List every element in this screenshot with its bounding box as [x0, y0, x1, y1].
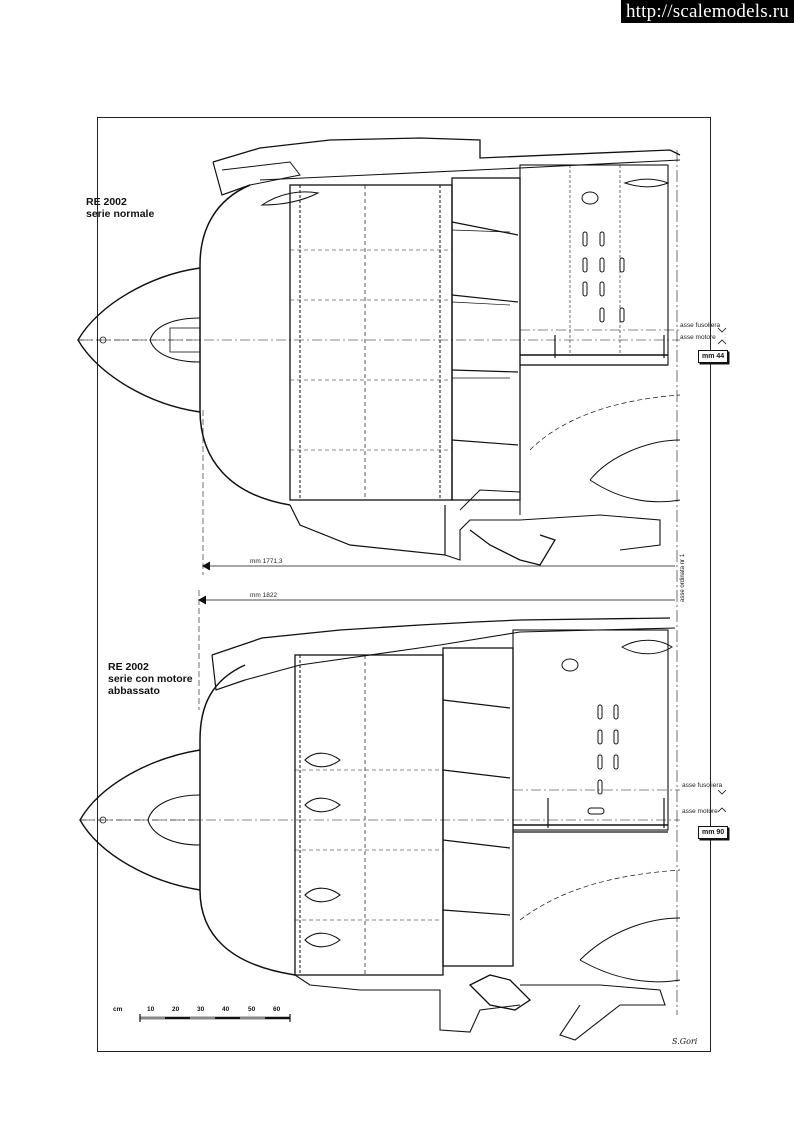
- top-axis-engine-label: asse motore: [680, 334, 716, 341]
- top-cowl-front: [199, 184, 291, 506]
- scale-tick: 10: [147, 1006, 155, 1013]
- bottom-axis-engine-label: asse motore: [682, 808, 718, 815]
- scale-tick: 40: [222, 1006, 230, 1013]
- scale-unit: cm: [113, 1006, 123, 1013]
- scale-tick: 20: [172, 1006, 180, 1013]
- reference-axis-label: asse ordinata nr 1: [680, 553, 686, 602]
- top-axis-fuselage-label: asse fusoliera: [680, 322, 721, 329]
- watermark: http://scalemodels.ru: [620, 0, 794, 23]
- drawing-frame: [97, 117, 711, 1052]
- bottom-view-title: RE 2002 serie con motore abbassato: [108, 661, 193, 697]
- bottom-engine-view: [79, 590, 727, 1041]
- top-offset-box: mm 44: [698, 350, 729, 363]
- scale-tick: 30: [197, 1006, 205, 1013]
- artist-signature: S.Gori: [672, 1037, 698, 1046]
- scale-tick: 50: [248, 1006, 256, 1013]
- top-engine-view: [77, 137, 727, 575]
- bottom-offset-box: mm 90: [698, 826, 729, 839]
- top-view-title: RE 2002 serie normale: [86, 196, 155, 220]
- top-dimension-label: mm 1771,3: [250, 558, 283, 565]
- scale-bar: [139, 1014, 291, 1022]
- bottom-dimension-label: mm 1822: [250, 592, 278, 599]
- scale-tick: 60: [273, 1006, 281, 1013]
- bottom-axis-fuselage-label: asse fusoliera: [682, 782, 723, 789]
